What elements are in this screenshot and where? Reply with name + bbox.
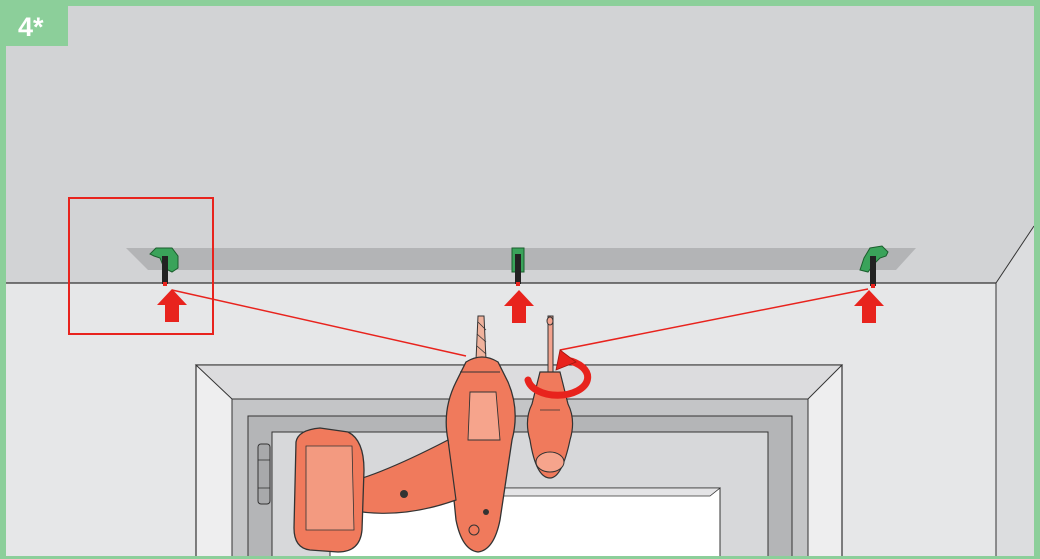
side-wall [996,226,1034,559]
arrow-up-icon [504,290,534,323]
highlight-box [68,197,214,335]
step-badge: 4* [6,6,68,46]
bracket-clip-icon [511,247,525,286]
arrow-up-icon [157,289,187,322]
window [194,364,844,559]
arrow-up-icon [854,290,884,323]
bracket-clip-icon [149,247,179,286]
hinge-icon [257,443,271,505]
drill-icon [293,315,516,553]
bracket-clip-icon [859,245,889,288]
pointer-lines [171,288,869,357]
rotate-icon [524,349,592,399]
corner-edge [995,225,1035,284]
ceiling [6,6,1034,283]
step-label: 4* [18,12,44,42]
